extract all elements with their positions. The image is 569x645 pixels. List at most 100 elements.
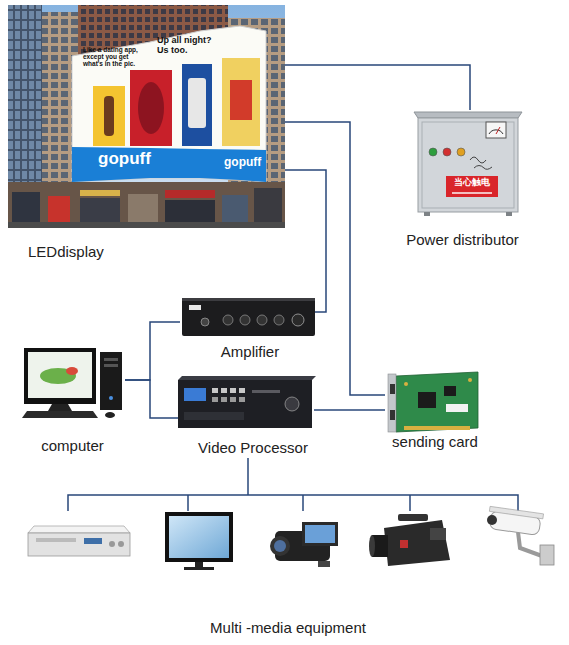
camcorder-part <box>274 540 286 552</box>
computer-device-part <box>105 412 115 418</box>
video-processor-device-part <box>230 397 236 402</box>
led-billboard-photo-part <box>80 198 120 222</box>
power-cabinet <box>414 112 522 216</box>
led-billboard-photo-part <box>8 5 285 228</box>
led-billboard-photo-part <box>230 80 252 120</box>
connector-line <box>285 170 326 312</box>
led-billboard-photo-part <box>104 96 114 136</box>
led-billboard-photo-part <box>254 188 282 222</box>
amplifier-device-part <box>201 318 209 326</box>
billboard-text: Like a dating app, except you get what's… <box>83 46 147 67</box>
node-caption: Multi -media equipment <box>20 619 556 637</box>
amplifier-node: Amplifier <box>180 294 315 362</box>
connector-line <box>125 322 180 380</box>
video-processor-device-part <box>178 380 312 428</box>
warning-sign-text: 当心触电 <box>446 178 498 188</box>
dvd-player-part <box>28 533 130 556</box>
video-processor-device-part <box>184 388 206 401</box>
node-caption: LEDdisplay <box>28 243 188 261</box>
computer-device-part <box>109 396 113 400</box>
led-billboard-photo-part <box>12 192 40 222</box>
cctv-camera-part <box>487 515 497 525</box>
video-processor-device <box>178 376 316 428</box>
sending-card-device-part <box>468 378 472 382</box>
camcorder <box>270 522 338 567</box>
node-caption: Amplifier <box>180 343 320 361</box>
amplifier-device-part <box>223 315 233 325</box>
sending-card-device-part <box>404 382 408 386</box>
video-processor-device-part <box>178 376 316 380</box>
sending-card-device-part <box>446 404 468 412</box>
node-caption: computer <box>20 437 125 455</box>
video-processor-device-part <box>230 388 236 393</box>
connector-line <box>125 380 178 418</box>
node-caption: Video Processor <box>178 439 328 457</box>
connector-line <box>247 458 249 495</box>
cctv-camera <box>487 506 554 565</box>
computer-device-part <box>100 352 122 410</box>
tv-monitor-part <box>169 516 229 558</box>
led-billboard-photo-part <box>138 82 164 134</box>
amplifier-device-part <box>182 298 315 336</box>
bus-wires <box>68 495 518 511</box>
amplifier-device-part <box>292 314 304 326</box>
camcorder-part <box>318 561 330 567</box>
connector-line <box>285 65 470 110</box>
camcorder-part <box>305 525 335 543</box>
sending-card-node: sending card <box>385 370 485 452</box>
led-billboard-photo-part <box>128 194 158 222</box>
led-billboard-photo-part <box>130 70 172 146</box>
led-billboard-photo-part <box>222 195 248 222</box>
pro-video-camera-part <box>398 514 428 521</box>
computer-device-part <box>24 348 96 404</box>
amplifier-device-part <box>274 315 284 325</box>
power-cabinet-part <box>443 148 451 156</box>
amplifier-device-part <box>257 315 267 325</box>
dvd-player-part <box>109 541 115 547</box>
camcorder-part <box>270 536 290 556</box>
amplifier-device <box>182 298 315 336</box>
bus-wires-part <box>302 495 304 511</box>
dvd-player-part <box>84 538 102 544</box>
led-billboard-photo-part <box>182 64 212 146</box>
sending-card-device-part <box>444 386 456 396</box>
power-cabinet-part <box>422 122 514 208</box>
cctv-camera-part <box>540 545 554 565</box>
node-caption: Power distributor <box>395 231 530 249</box>
computer-node: computer <box>20 345 125 455</box>
power-cabinet-part <box>470 157 492 169</box>
sending-card-device-part <box>388 374 396 432</box>
pro-video-camera-part <box>430 528 446 540</box>
sending-card-device-part <box>404 426 470 430</box>
computer-device-part <box>22 411 98 418</box>
video-processor-device-part <box>252 390 280 393</box>
bus-wires-part <box>68 495 518 511</box>
dvd-player-part <box>118 541 124 547</box>
bus-wires-part <box>409 495 411 511</box>
led-billboard-photo-part <box>165 190 215 198</box>
led-billboard-photo <box>8 5 285 228</box>
power-cabinet-part <box>429 148 437 156</box>
sending-card-device-part <box>396 372 478 432</box>
led-billboard-photo-part <box>93 86 125 146</box>
power-cabinet-part <box>486 122 506 138</box>
pro-video-camera-part <box>384 520 450 566</box>
power-cabinet-part <box>457 148 465 156</box>
cctv-camera-part <box>518 532 542 556</box>
power-cabinet-part <box>446 176 498 197</box>
tv-monitor-part <box>165 512 233 562</box>
connector-line <box>314 409 385 411</box>
amplifier-device-part <box>240 315 250 325</box>
led-billboard-photo-part <box>48 196 70 222</box>
dvd-player-part <box>28 526 130 533</box>
dvd-player <box>28 526 130 556</box>
power-cabinet-part <box>496 127 500 134</box>
sending-card-device <box>388 372 478 432</box>
video-processor-device-part <box>221 388 227 393</box>
computer-device-part <box>28 352 92 398</box>
led-billboard-photo-part <box>8 182 285 228</box>
node-caption: sending card <box>385 433 485 451</box>
bus-wires-part <box>187 495 189 511</box>
